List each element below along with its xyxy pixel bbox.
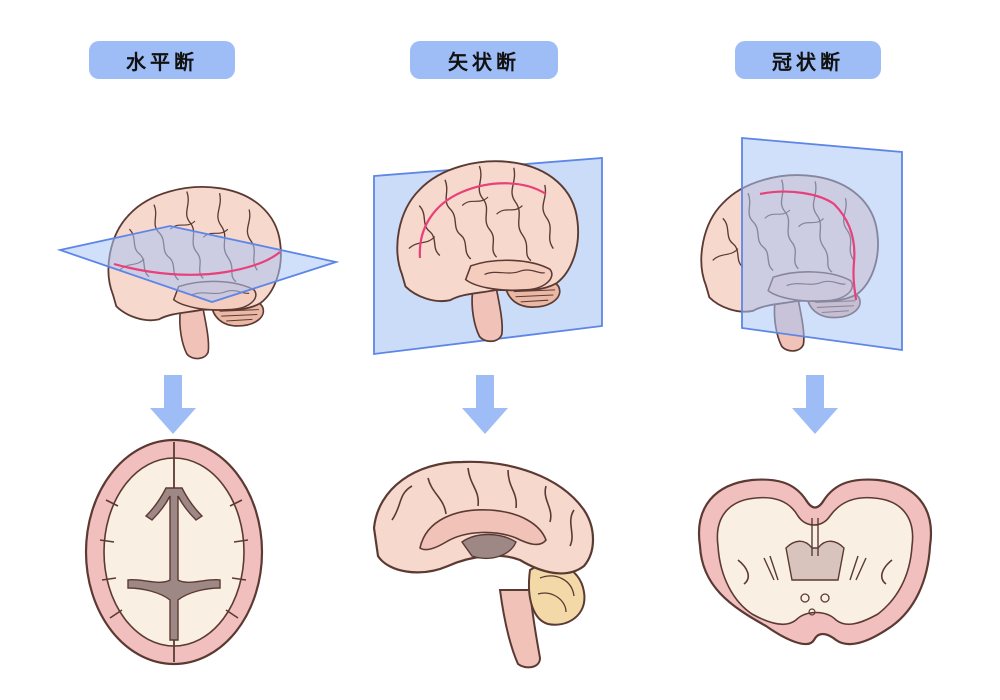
sagittal-plane-brain	[373, 157, 603, 356]
arrow-down-icon	[792, 375, 838, 434]
coronal-plane-brain	[700, 137, 903, 352]
coronal-section	[697, 478, 933, 646]
horizontal-cut-line	[113, 251, 281, 276]
label-sagittal-section: 矢状断	[410, 41, 558, 79]
sagittal-cut-line	[418, 182, 547, 259]
horizontal-cut-plane	[56, 225, 340, 303]
coronal-cut-line	[759, 190, 858, 301]
sagittal-section	[372, 460, 594, 669]
horizontal-section	[84, 438, 264, 666]
label-horizontal-section: 水平断	[89, 41, 235, 79]
label-coronal-section: 冠状断	[735, 41, 881, 79]
arrow-down-icon	[462, 375, 508, 434]
coronal-cut-plane	[741, 137, 903, 352]
horizontal-plane-brain	[56, 186, 340, 360]
arrow-down-icon	[150, 375, 196, 434]
